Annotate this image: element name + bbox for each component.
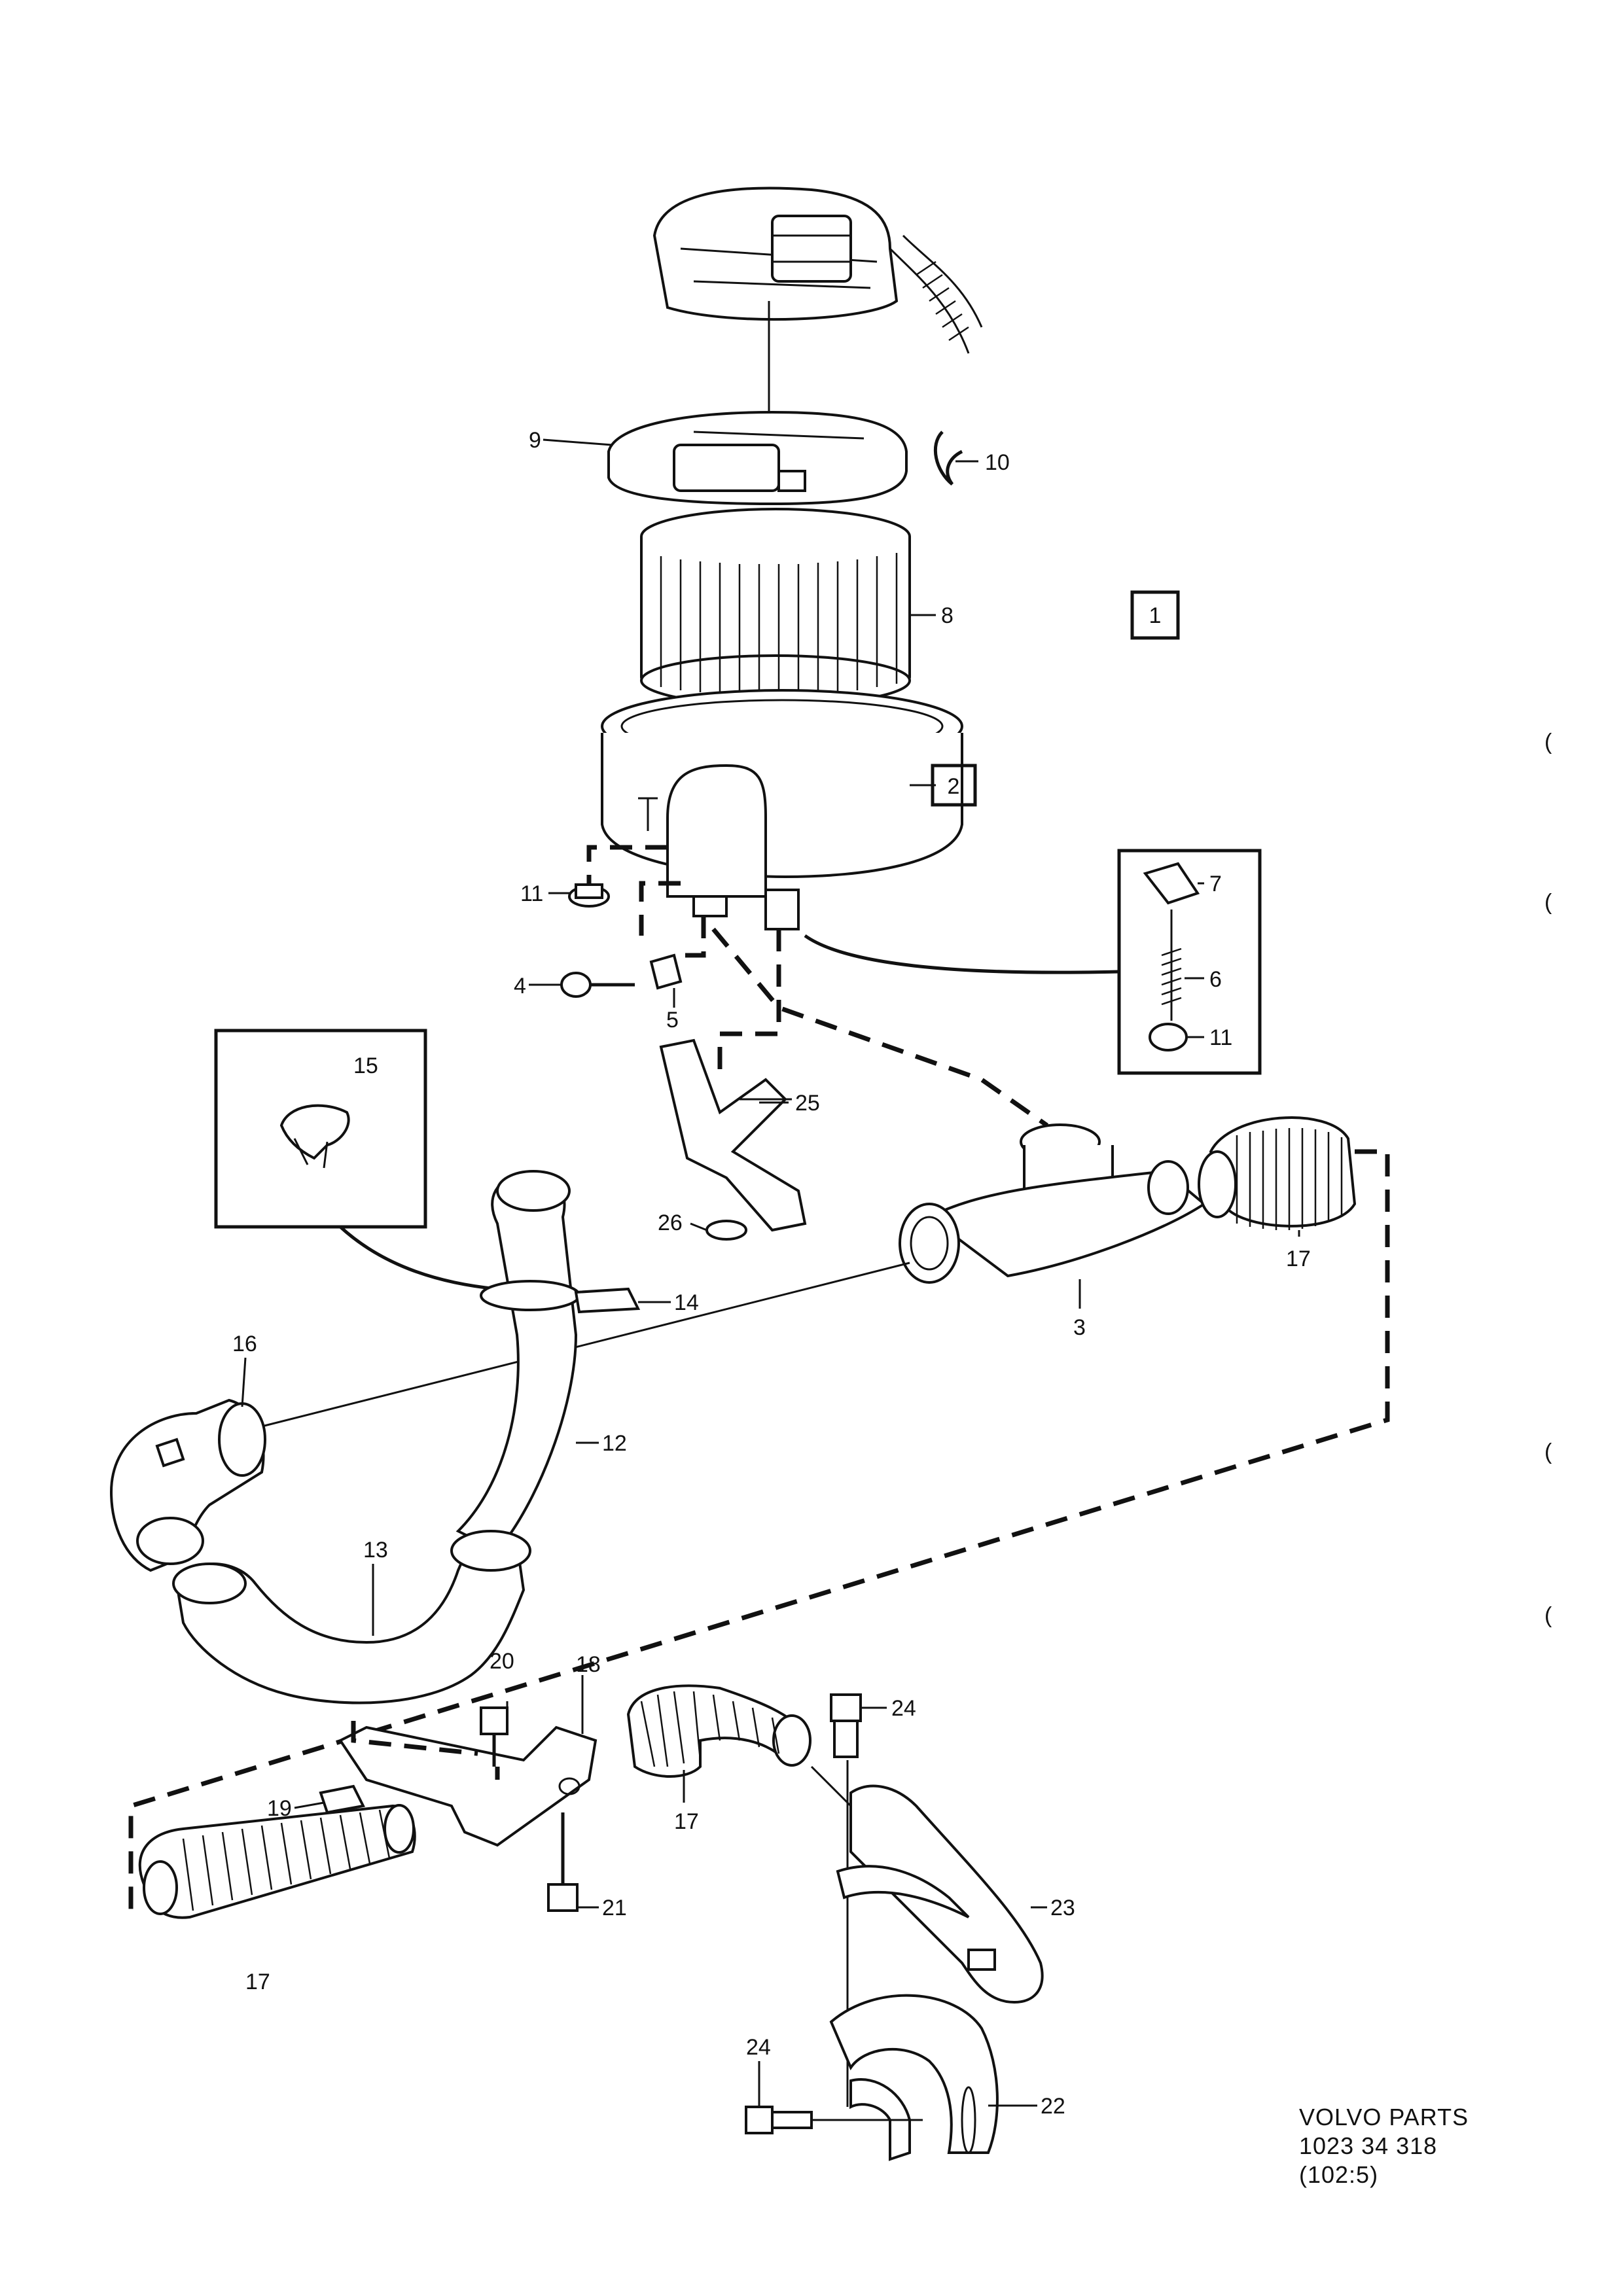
margin-marks: ( ( ( ( bbox=[1544, 730, 1552, 1628]
callout-1: 1 bbox=[1149, 603, 1162, 628]
footer-brand: VOLVO PARTS bbox=[1299, 2104, 1469, 2130]
flex-hose-middle bbox=[626, 1684, 812, 1778]
hose-cover-23 bbox=[836, 1784, 1044, 2004]
bolt-24-upper bbox=[830, 1693, 862, 1758]
footer-reference: VOLVO PARTS 1023 34 318 (102:5) bbox=[1299, 2104, 1469, 2188]
leader-line bbox=[261, 1262, 910, 1428]
washer-nut bbox=[568, 883, 610, 908]
callout-4: 4 bbox=[514, 974, 526, 998]
filter-element bbox=[640, 508, 911, 707]
leader-curve bbox=[804, 934, 1120, 974]
callout-26: 26 bbox=[658, 1210, 683, 1235]
callout-11-inset: 11 bbox=[1209, 1025, 1232, 1050]
callout-17-middle: 17 bbox=[674, 1809, 699, 1834]
screw bbox=[560, 972, 635, 998]
air-cleaner-top-housing bbox=[652, 186, 983, 354]
callout-14: 14 bbox=[674, 1290, 699, 1315]
callout-20: 20 bbox=[490, 1649, 514, 1674]
retaining-clip bbox=[933, 431, 963, 486]
margin-mark: ( bbox=[1544, 890, 1552, 915]
callout-17-upper: 17 bbox=[1286, 1246, 1311, 1271]
callout-16: 16 bbox=[232, 1332, 257, 1356]
bracket-washer bbox=[705, 1220, 747, 1241]
callout-6: 6 bbox=[1209, 967, 1222, 992]
leader-curve-15 bbox=[339, 1226, 498, 1291]
margin-mark: ( bbox=[1544, 730, 1552, 754]
callout-18: 18 bbox=[576, 1652, 601, 1677]
inset-box-15 bbox=[214, 1029, 427, 1229]
flex-hose-lower-left bbox=[138, 1804, 416, 1919]
elbow-16 bbox=[109, 1398, 266, 1572]
clip-19 bbox=[319, 1784, 365, 1814]
callout-9: 9 bbox=[529, 428, 541, 453]
callout-15: 15 bbox=[353, 1053, 378, 1078]
bolt-21 bbox=[547, 1812, 579, 1912]
t-connector bbox=[899, 1123, 1207, 1284]
callout-19: 19 bbox=[267, 1796, 292, 1821]
hose-clamp bbox=[480, 1280, 641, 1314]
air-cleaner-housing bbox=[601, 689, 963, 930]
margin-mark: ( bbox=[1544, 1439, 1552, 1464]
callout-23: 23 bbox=[1050, 1896, 1075, 1920]
margin-mark: ( bbox=[1544, 1603, 1552, 1628]
callout-12: 12 bbox=[602, 1431, 627, 1456]
callout-leaders bbox=[241, 438, 1300, 2107]
air-cleaner-cover bbox=[607, 410, 908, 506]
callout-3: 3 bbox=[1073, 1315, 1086, 1340]
callout-22: 22 bbox=[1041, 2094, 1065, 2119]
callout-8: 8 bbox=[941, 603, 954, 628]
footer-ref: (102:5) bbox=[1299, 2161, 1378, 2188]
reference-box-1: 1 bbox=[1130, 590, 1180, 640]
hose-13 bbox=[172, 1530, 531, 1704]
callout-5: 5 bbox=[666, 1008, 679, 1033]
clip-nut bbox=[649, 953, 683, 990]
flex-hose-upper bbox=[1198, 1116, 1357, 1230]
callout-7: 7 bbox=[1209, 872, 1222, 896]
callout-24-upper: 24 bbox=[891, 1696, 916, 1721]
bolt-24-lower bbox=[745, 2106, 813, 2134]
callout-13: 13 bbox=[363, 1538, 388, 1563]
bracket-18 bbox=[338, 1725, 597, 1847]
mounting-bracket bbox=[659, 1038, 807, 1232]
callout-2: 2 bbox=[948, 774, 960, 799]
callout-24-lower: 24 bbox=[746, 2035, 771, 2060]
callout-25: 25 bbox=[795, 1091, 820, 1116]
callout-11: 11 bbox=[520, 881, 543, 906]
callout-10: 10 bbox=[985, 450, 1010, 475]
footer-part-number: 1023 34 318 bbox=[1299, 2132, 1437, 2159]
pipe-12 bbox=[455, 1170, 578, 1553]
callout-labels: 9 10 8 11 4 5 7 6 11 15 25 26 14 3 17 16… bbox=[232, 428, 1311, 2119]
inset-detail-box bbox=[1117, 849, 1262, 1075]
hose-cover-22 bbox=[829, 1994, 999, 2161]
callout-17-lower: 17 bbox=[245, 1969, 270, 1994]
callout-21: 21 bbox=[602, 1896, 627, 1920]
